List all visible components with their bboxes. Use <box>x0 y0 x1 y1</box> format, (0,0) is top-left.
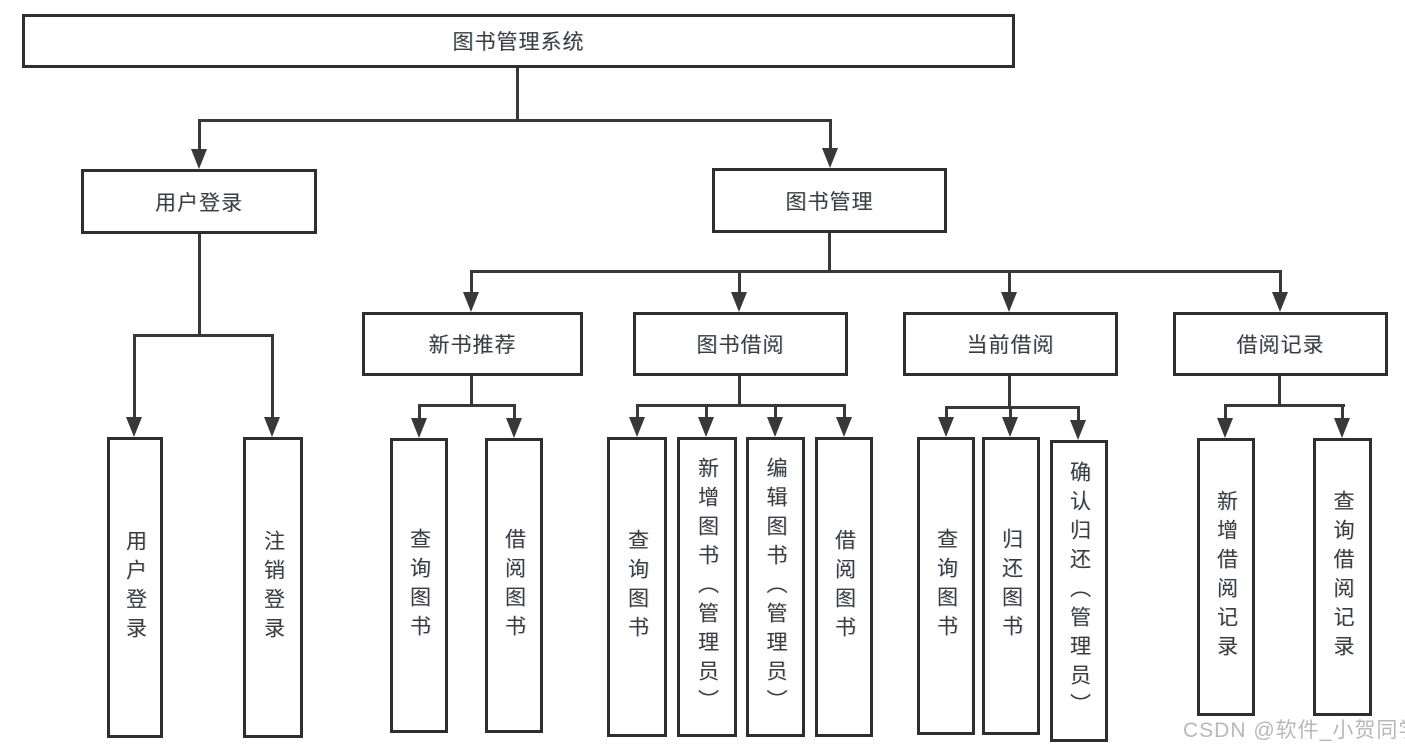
arrowhead-icon <box>463 292 479 312</box>
connector-line <box>636 404 846 407</box>
node-book-borrow: 图书借阅 <box>633 312 848 376</box>
node-new-book-recommend: 新书推荐 <box>362 312 583 376</box>
connector-line <box>1278 376 1281 407</box>
arrowhead-icon <box>698 417 714 437</box>
leaf-current-query-book: 查询图书 <box>917 437 975 735</box>
connector-line <box>198 119 832 122</box>
leaf-label: 注销登录 <box>261 529 285 646</box>
leaf-label: 确认归还（管理员） <box>1067 460 1091 722</box>
connector-line <box>1008 270 1011 295</box>
connector-line <box>198 234 201 337</box>
connector-line <box>418 404 421 420</box>
leaf-recommend-borrow-book: 借阅图书 <box>485 438 543 733</box>
arrowhead-icon <box>731 292 747 312</box>
leaf-recommend-query-book: 查询图书 <box>390 438 448 733</box>
connector-line <box>516 68 519 121</box>
arrowhead-icon <box>1272 292 1288 312</box>
arrowhead-icon <box>836 417 852 437</box>
connector-line <box>133 334 136 420</box>
arrowhead-icon <box>629 417 645 437</box>
leaf-borrow-borrow-book: 借阅图书 <box>815 437 873 737</box>
leaf-label: 查询图书 <box>407 527 431 644</box>
connector-line <box>738 376 741 407</box>
arrowhead-icon <box>191 149 207 169</box>
node-root-library-system: 图书管理系统 <box>22 14 1015 68</box>
arrowhead-icon <box>938 417 954 437</box>
arrowhead-icon <box>264 417 280 437</box>
arrowhead-icon <box>411 418 427 438</box>
connector-line <box>513 404 516 420</box>
connector-line <box>470 270 1282 273</box>
connector-line <box>828 233 831 273</box>
leaf-label: 新增图书（管理员） <box>695 456 719 718</box>
leaf-current-confirm-return-admin: 确认归还（管理员） <box>1050 440 1108 742</box>
connector-line <box>1279 270 1282 295</box>
leaf-records-query-record: 查询借阅记录 <box>1313 438 1372 716</box>
arrowhead-icon <box>1070 420 1086 440</box>
connector-line <box>198 119 201 150</box>
connector-line <box>470 270 473 295</box>
node-current-borrow: 当前借阅 <box>903 312 1118 376</box>
arrowhead-icon <box>126 417 142 437</box>
arrowhead-icon <box>767 417 783 437</box>
leaf-label: 查询借阅记录 <box>1331 490 1354 664</box>
csdn-watermark: CSDN @软件_小贺同学 <box>1183 719 1405 742</box>
connector-line <box>133 334 274 337</box>
arrowhead-icon <box>506 418 522 438</box>
leaf-label: 查询图书 <box>934 528 958 644</box>
connector-line <box>271 334 274 420</box>
connector-line <box>1077 406 1080 422</box>
leaf-label: 借阅图书 <box>832 529 856 645</box>
connector-line <box>1009 406 1012 420</box>
connector-line <box>738 270 741 295</box>
connector-line <box>470 376 473 407</box>
connector-line <box>1008 376 1011 409</box>
connector-line <box>1341 404 1344 420</box>
node-user-login: 用户登录 <box>81 169 317 234</box>
arrowhead-icon <box>1001 292 1017 312</box>
connector-line <box>843 404 846 420</box>
leaf-label: 用户登录 <box>123 529 147 646</box>
arrowhead-icon <box>822 148 838 168</box>
leaf-borrow-query-book: 查询图书 <box>607 437 667 737</box>
connector-line <box>945 406 948 420</box>
leaf-current-return-book: 归还图书 <box>982 437 1040 735</box>
arrowhead-icon <box>1334 418 1350 438</box>
leaf-label: 编辑图书（管理员） <box>764 456 787 718</box>
connector-line <box>829 119 832 150</box>
leaf-label: 新增借阅记录 <box>1214 490 1238 664</box>
connector-line <box>945 406 1080 409</box>
leaf-label: 查询图书 <box>625 529 649 645</box>
connector-line <box>636 404 639 420</box>
leaf-borrow-edit-book-admin: 编辑图书（管理员） <box>746 437 805 737</box>
leaf-label: 借阅图书 <box>502 527 526 644</box>
connector-line <box>418 404 516 407</box>
leaf-logout: 注销登录 <box>243 437 303 738</box>
connector-line <box>1224 404 1227 420</box>
leaf-user-login: 用户登录 <box>107 437 163 738</box>
node-book-management: 图书管理 <box>712 168 947 233</box>
node-borrow-records: 借阅记录 <box>1173 312 1388 376</box>
connector-line <box>1224 404 1345 407</box>
connector-line <box>705 404 708 420</box>
leaf-label: 归还图书 <box>999 528 1023 644</box>
arrowhead-icon <box>1002 417 1018 437</box>
arrowhead-icon <box>1217 418 1233 438</box>
leaf-borrow-add-book-admin: 新增图书（管理员） <box>677 437 737 737</box>
leaf-records-add-record: 新增借阅记录 <box>1197 438 1255 716</box>
connector-line <box>774 404 777 420</box>
